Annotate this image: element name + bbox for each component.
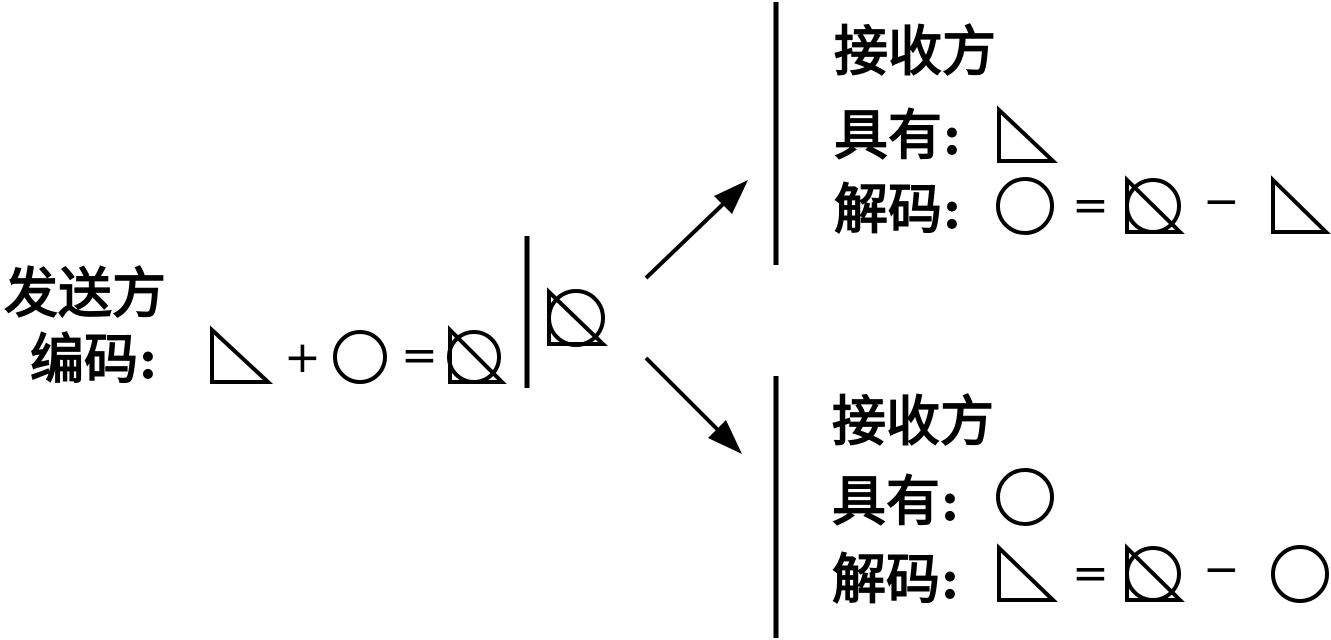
arrow-head-top bbox=[714, 180, 748, 214]
bottom-has-circle-icon bbox=[996, 468, 1054, 526]
sender-triangle-icon bbox=[210, 325, 274, 384]
sender-encode-label: 编码: bbox=[30, 327, 158, 391]
top-receiver-has-label: 具有: bbox=[834, 103, 962, 167]
top-has-triangle-icon bbox=[997, 105, 1059, 163]
sender-title: 发送方 bbox=[4, 261, 166, 325]
bottom-decode-circle-icon bbox=[1271, 545, 1329, 603]
top-receiver-minus-sign: − bbox=[1203, 176, 1240, 227]
arrow-head-bottom bbox=[708, 420, 742, 454]
bottom-receiver-title: 接收方 bbox=[832, 389, 994, 453]
bottom-receiver-equals-sign: = bbox=[1072, 548, 1109, 599]
sender-plus-sign: + bbox=[284, 332, 321, 383]
top-decode-combined-icon bbox=[1125, 175, 1185, 234]
bottom-receiver-minus-sign: − bbox=[1203, 544, 1240, 595]
top-receiver-decode-label: 解码: bbox=[834, 177, 962, 241]
top-receiver-equals-sign: = bbox=[1072, 180, 1109, 231]
transmitted-combined-icon bbox=[547, 287, 608, 347]
bottom-decode-triangle-icon bbox=[997, 543, 1058, 602]
bottom-decode-combined-icon bbox=[1125, 543, 1185, 602]
top-decode-triangle-icon bbox=[1271, 175, 1331, 234]
sender-combined-icon bbox=[447, 325, 507, 384]
bottom-receiver-has-label: 具有: bbox=[832, 469, 960, 533]
top-decode-circle-icon bbox=[996, 177, 1054, 235]
bottom-receiver-decode-label: 解码: bbox=[832, 547, 960, 611]
sender-equals-sign: = bbox=[401, 330, 438, 381]
sender-circle-icon bbox=[333, 330, 387, 384]
top-receiver-title: 接收方 bbox=[834, 19, 996, 83]
